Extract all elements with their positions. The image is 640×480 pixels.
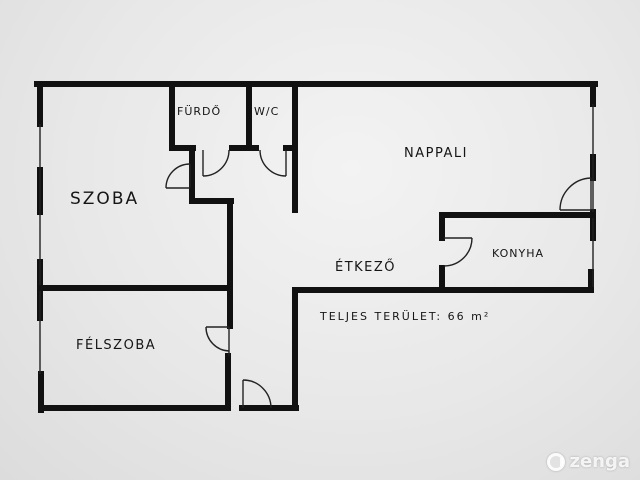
room-label-konyha: KONYHA <box>492 247 545 260</box>
room-label-etkezo: ÉTKEZŐ <box>335 260 397 275</box>
room-label-furdo: FÜRDŐ <box>177 105 222 118</box>
door-szoba[interactable] <box>165 163 191 189</box>
watermark-brand: zenga <box>569 451 630 472</box>
room-label-wc: W/C <box>254 105 280 118</box>
watermark: zenga <box>547 451 630 472</box>
door-entrance[interactable] <box>242 379 272 409</box>
room-label-szoba: SZOBA <box>70 189 140 209</box>
door-nappali[interactable] <box>559 177 592 211</box>
zenga-logo-icon <box>547 452 566 471</box>
door-felszoba[interactable] <box>205 326 230 356</box>
door-furdo[interactable] <box>202 149 230 177</box>
total-area-note: TELJES TERÜLET: 66 m² <box>320 310 491 323</box>
room-label-felszoba: FÉLSZOBA <box>76 338 157 353</box>
door-konyha[interactable] <box>443 237 473 267</box>
door-wc[interactable] <box>259 149 287 177</box>
room-label-nappali: NAPPALI <box>404 146 468 161</box>
